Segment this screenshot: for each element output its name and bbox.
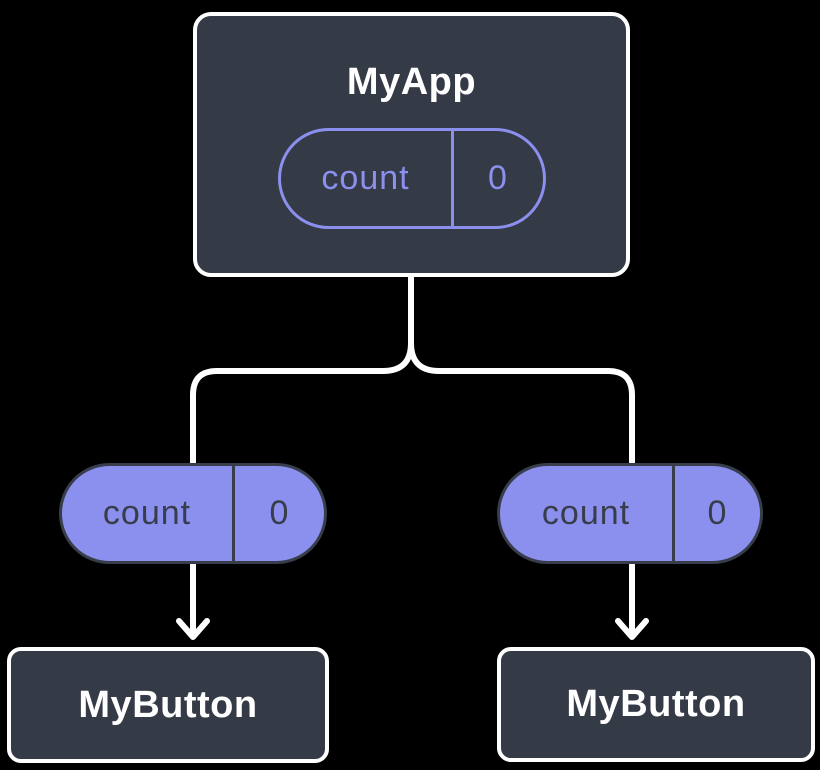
- node-myapp: MyApp count 0: [193, 12, 630, 277]
- prop-pill-right-label: count: [541, 494, 631, 532]
- prop-pill-left-label: count: [102, 494, 192, 532]
- prop-pill-left: count 0: [59, 463, 327, 564]
- prop-pill-left-value: 0: [269, 494, 290, 532]
- state-pill-label: count: [321, 158, 410, 197]
- state-pill-myapp: count 0: [277, 127, 546, 229]
- connector-right-branch: [408, 267, 635, 636]
- connector-left-branch: [190, 267, 414, 636]
- prop-pill-right-value: 0: [707, 494, 728, 532]
- node-myapp-title: MyApp: [346, 60, 477, 103]
- arrowhead-down-left-icon: [176, 618, 210, 640]
- node-mybutton-left-title: MyButton: [78, 683, 258, 726]
- node-mybutton-left: MyButton: [7, 647, 329, 763]
- arrowhead-down-right-icon: [615, 618, 649, 640]
- state-pill-value: 0: [488, 158, 508, 197]
- node-mybutton-right: MyButton: [497, 647, 815, 762]
- state-pill-divider: [450, 130, 454, 226]
- prop-pill-left-divider: [232, 466, 235, 561]
- prop-pill-right-divider: [672, 466, 675, 561]
- node-mybutton-right-title: MyButton: [566, 683, 746, 725]
- prop-pill-right: count 0: [497, 463, 763, 564]
